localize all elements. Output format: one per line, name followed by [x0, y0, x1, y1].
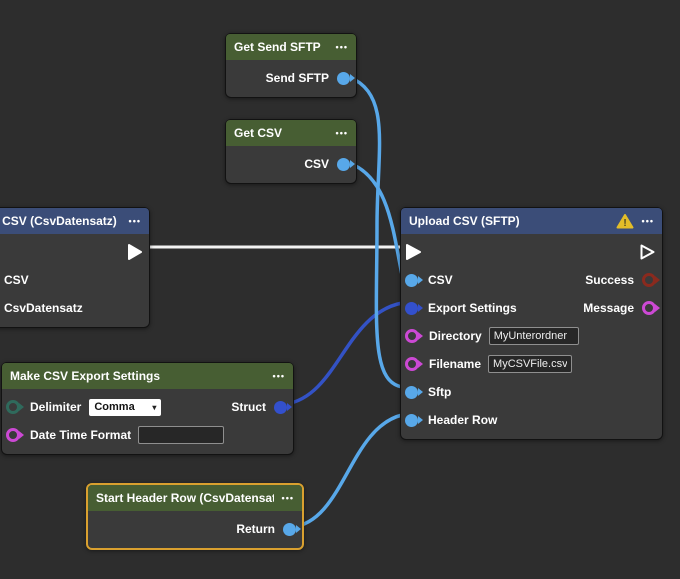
port-row-csv: CSV Success	[401, 266, 662, 294]
port-row-export-settings: Export Settings Message	[401, 294, 662, 322]
port-label: Filename	[429, 357, 482, 371]
output-port-return[interactable]	[283, 522, 301, 536]
output-port-struct[interactable]	[274, 400, 292, 414]
port-label: CSV	[428, 273, 453, 287]
port-row-send-sftp: Send SFTP	[226, 64, 356, 92]
output-port-send-sftp[interactable]	[337, 71, 355, 85]
port-label: Message	[583, 301, 634, 315]
node-get-send-sftp[interactable]: Get Send SFTP ••• Send SFTP	[225, 33, 357, 98]
port-label: Success	[585, 273, 634, 287]
wire-struct-exportsettings[interactable]	[284, 301, 404, 406]
input-port-delimiter[interactable]	[6, 400, 24, 414]
input-port-csv[interactable]	[405, 273, 423, 287]
svg-text:!: !	[623, 218, 626, 229]
port-label: Export Settings	[428, 301, 517, 315]
port-row-date-time-format: Date Time Format	[2, 421, 293, 449]
input-port-directory[interactable]	[405, 329, 423, 343]
menu-icon[interactable]: •••	[641, 216, 654, 226]
delimiter-select-value: Comma	[94, 401, 135, 413]
port-label: Sftp	[428, 385, 452, 399]
input-port-export-settings[interactable]	[405, 301, 423, 315]
output-port-csv[interactable]	[337, 157, 355, 171]
menu-icon[interactable]: •••	[272, 371, 285, 381]
port-row-csvdatensatz: CsvDatensatz	[0, 294, 149, 322]
node-make-csv-export-settings[interactable]: Make CSV Export Settings ••• Delimiter C…	[1, 362, 294, 455]
node-title: To CSV (CsvDatensatz)	[0, 214, 117, 228]
port-label: Date Time Format	[30, 428, 132, 442]
port-label: Header Row	[428, 413, 498, 427]
node-to-csv[interactable]: To CSV (CsvDatensatz) ••• CSV CsvDatensa…	[0, 207, 150, 328]
node-header[interactable]: Get CSV •••	[226, 120, 356, 146]
port-label: Send SFTP	[265, 71, 329, 85]
menu-icon[interactable]: •••	[335, 128, 348, 138]
port-label: CSV	[4, 273, 29, 287]
menu-icon[interactable]: •••	[281, 493, 294, 503]
node-header[interactable]: Upload CSV (SFTP) ! •••	[401, 208, 662, 234]
port-row-directory: Directory	[401, 322, 662, 350]
wire-return-headerrow[interactable]	[290, 413, 404, 529]
date-time-format-input[interactable]	[138, 426, 225, 444]
directory-input[interactable]	[488, 327, 579, 345]
port-label: CsvDatensatz	[4, 301, 83, 315]
node-upload-csv[interactable]: Upload CSV (SFTP) ! ••• CSV Success Expo…	[400, 207, 663, 440]
port-row-sftp: Sftp	[401, 378, 662, 406]
port-label: Struct	[231, 400, 266, 414]
input-port-filename[interactable]	[405, 357, 423, 371]
wire-getcsv-csv[interactable]	[347, 161, 404, 277]
port-row-filename: Filename	[401, 350, 662, 378]
input-port-header-row[interactable]	[405, 413, 423, 427]
menu-icon[interactable]: •••	[335, 42, 348, 52]
port-label: Directory	[429, 329, 482, 343]
node-header[interactable]: To CSV (CsvDatensatz) •••	[0, 208, 149, 234]
input-port-date-time-format[interactable]	[6, 428, 24, 442]
node-header[interactable]: Make CSV Export Settings •••	[2, 363, 293, 389]
node-header[interactable]: Get Send SFTP •••	[226, 34, 356, 60]
exec-in-pin[interactable]	[405, 243, 422, 261]
port-row-header-row: Header Row	[401, 406, 662, 434]
node-title: Get Send SFTP	[234, 40, 321, 54]
node-start-header-row[interactable]: Start Header Row (CsvDatensatz) ••• Retu…	[86, 483, 304, 550]
exec-row	[401, 238, 662, 266]
node-title: Start Header Row (CsvDatensatz)	[96, 491, 274, 505]
port-row-delimiter: Delimiter Comma ▾ Struct	[2, 393, 293, 421]
port-row-csv: CSV	[226, 150, 356, 178]
chevron-down-icon: ▾	[152, 402, 157, 412]
node-title: Make CSV Export Settings	[10, 369, 161, 383]
port-label: Delimiter	[30, 400, 82, 414]
port-row-return: Return	[88, 515, 302, 543]
exec-row	[0, 238, 149, 266]
menu-icon[interactable]: •••	[128, 216, 141, 226]
exec-out-pin[interactable]	[127, 243, 143, 261]
port-label: Return	[236, 522, 275, 536]
node-title: Get CSV	[234, 126, 283, 140]
node-get-csv[interactable]: Get CSV ••• CSV	[225, 119, 357, 184]
exec-out-pin[interactable]	[639, 243, 656, 261]
port-row-csv: CSV	[0, 266, 149, 294]
output-port-success[interactable]	[642, 273, 660, 287]
node-title: Upload CSV (SFTP)	[409, 214, 520, 228]
port-label: CSV	[304, 157, 329, 171]
output-port-message[interactable]	[642, 301, 660, 315]
wire-sendsftp-sftp[interactable]	[347, 75, 404, 389]
input-port-sftp[interactable]	[405, 385, 423, 399]
delimiter-select[interactable]: Comma ▾	[89, 398, 162, 416]
warning-icon[interactable]: !	[616, 213, 634, 229]
node-header[interactable]: Start Header Row (CsvDatensatz) •••	[88, 485, 302, 511]
filename-input[interactable]	[488, 355, 573, 373]
